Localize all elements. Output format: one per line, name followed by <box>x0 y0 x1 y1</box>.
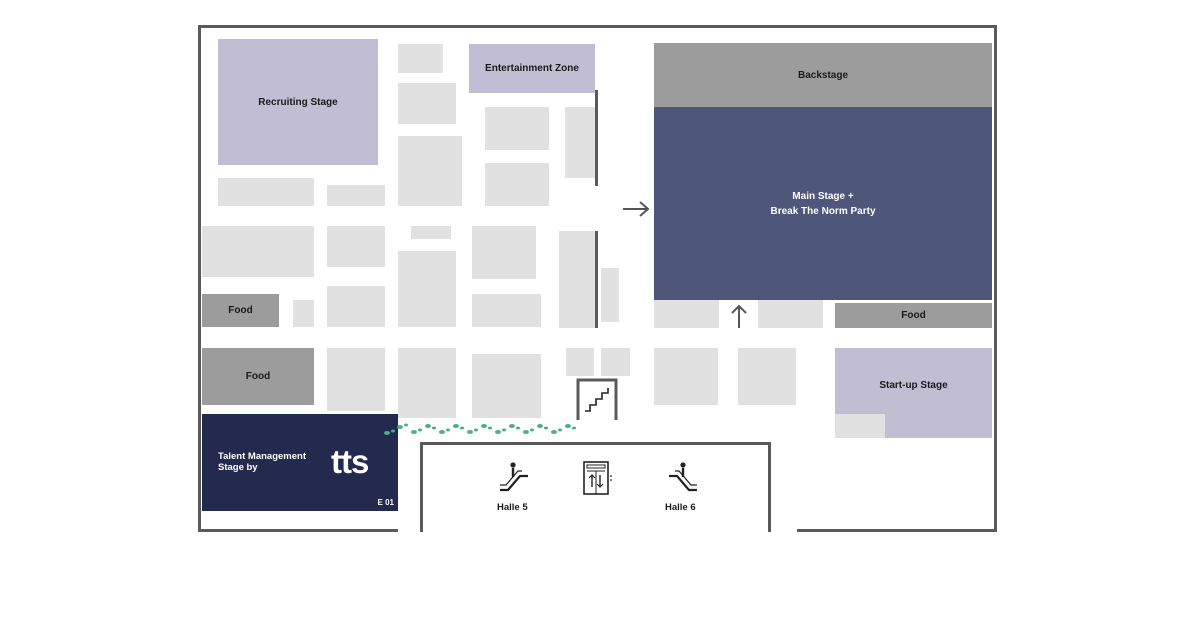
stairs-icon <box>576 378 618 420</box>
booth <box>398 83 456 124</box>
booth <box>411 226 451 239</box>
recruiting-stage[interactable]: Recruiting Stage <box>218 39 378 165</box>
booth <box>565 107 595 178</box>
halle-5-label: Halle 5 <box>497 502 528 513</box>
main-stage[interactable]: Main Stage + Break The Norm Party <box>654 107 992 300</box>
booth <box>485 163 549 206</box>
talent-stage-label-line1: Talent Management <box>218 451 306 462</box>
booth <box>398 44 443 73</box>
booth <box>566 348 594 376</box>
footsteps-icon <box>382 421 584 437</box>
food-label: Food <box>901 310 926 321</box>
entertainment-zone[interactable]: Entertainment Zone <box>469 44 595 93</box>
talent-stage-label: Talent Management Stage by <box>218 451 306 473</box>
wall-right <box>994 25 997 532</box>
booth <box>327 185 385 206</box>
entrance-wall-top <box>420 442 771 445</box>
recruiting-stage-label: Recruiting Stage <box>258 96 338 108</box>
main-stage-label-line1: Main Stage + <box>792 190 854 202</box>
partition-wall <box>595 90 598 186</box>
booth <box>472 354 541 418</box>
wall-bottom-left <box>198 529 398 532</box>
booth <box>327 286 385 327</box>
booth <box>738 348 796 405</box>
elevator-icon <box>583 461 613 495</box>
main-stage-label-line2: Break The Norm Party <box>770 205 876 217</box>
booth <box>398 136 462 206</box>
arrow-up-icon <box>731 304 747 328</box>
escalator-icon <box>667 461 699 493</box>
booth-code: E 01 <box>377 498 394 507</box>
booth <box>758 300 823 328</box>
food-area-left-lower[interactable]: Food <box>202 348 314 405</box>
booth <box>398 251 456 327</box>
booth <box>218 178 314 206</box>
food-label: Food <box>228 305 253 316</box>
tts-logo: tts <box>331 443 369 480</box>
backstage-label: Backstage <box>797 69 849 81</box>
entrance-wall-left <box>420 442 423 532</box>
talent-management-stage[interactable]: Talent Management Stage by tts E 01 <box>202 414 398 511</box>
booth <box>327 348 385 411</box>
booth <box>398 348 456 418</box>
booth <box>601 348 630 376</box>
booth <box>472 294 541 327</box>
talent-stage-label-line2: Stage by <box>218 462 258 473</box>
booth <box>835 414 885 438</box>
food-area-right[interactable]: Food <box>835 303 992 328</box>
booth <box>202 226 314 277</box>
entertainment-zone-label: Entertainment Zone <box>485 63 579 74</box>
wall-bottom-right <box>797 529 997 532</box>
escalator-icon <box>498 461 530 493</box>
booth <box>601 268 619 322</box>
booth <box>327 226 385 267</box>
wall-top <box>198 25 997 28</box>
booth <box>472 226 536 279</box>
backstage[interactable]: Backstage <box>654 43 992 107</box>
food-label: Food <box>245 371 271 382</box>
booth <box>654 348 718 405</box>
entrance-wall-right <box>768 442 771 532</box>
booth <box>293 300 314 327</box>
partition-wall <box>595 231 598 328</box>
arrow-right-icon <box>622 201 650 217</box>
booth <box>559 231 595 328</box>
food-area-left-upper[interactable]: Food <box>202 294 279 327</box>
startup-stage-label: Start-up Stage <box>879 379 948 391</box>
booth <box>654 300 719 328</box>
wall-left <box>198 25 201 532</box>
booth <box>485 107 549 150</box>
halle-6-label: Halle 6 <box>665 502 696 513</box>
